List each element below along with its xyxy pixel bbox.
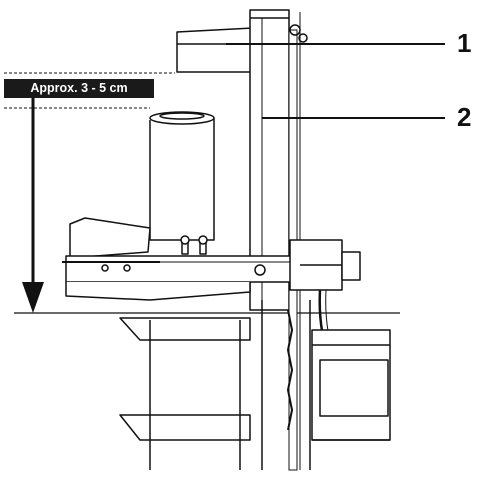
distance-label: Approx. 3 - 5 cm <box>4 79 154 98</box>
log-table <box>62 217 317 301</box>
base-frame <box>119 300 311 470</box>
callout-number-1: 1 <box>457 28 472 58</box>
hydraulic-block <box>289 239 367 431</box>
measurement-arrow <box>22 98 44 313</box>
control-knobs <box>180 235 208 255</box>
callout-number-2: 2 <box>457 102 472 132</box>
electric-motor <box>311 329 391 441</box>
cylinder-guard <box>149 111 215 241</box>
reference-dashed-lines <box>4 72 175 109</box>
callout-leaders <box>226 43 445 119</box>
